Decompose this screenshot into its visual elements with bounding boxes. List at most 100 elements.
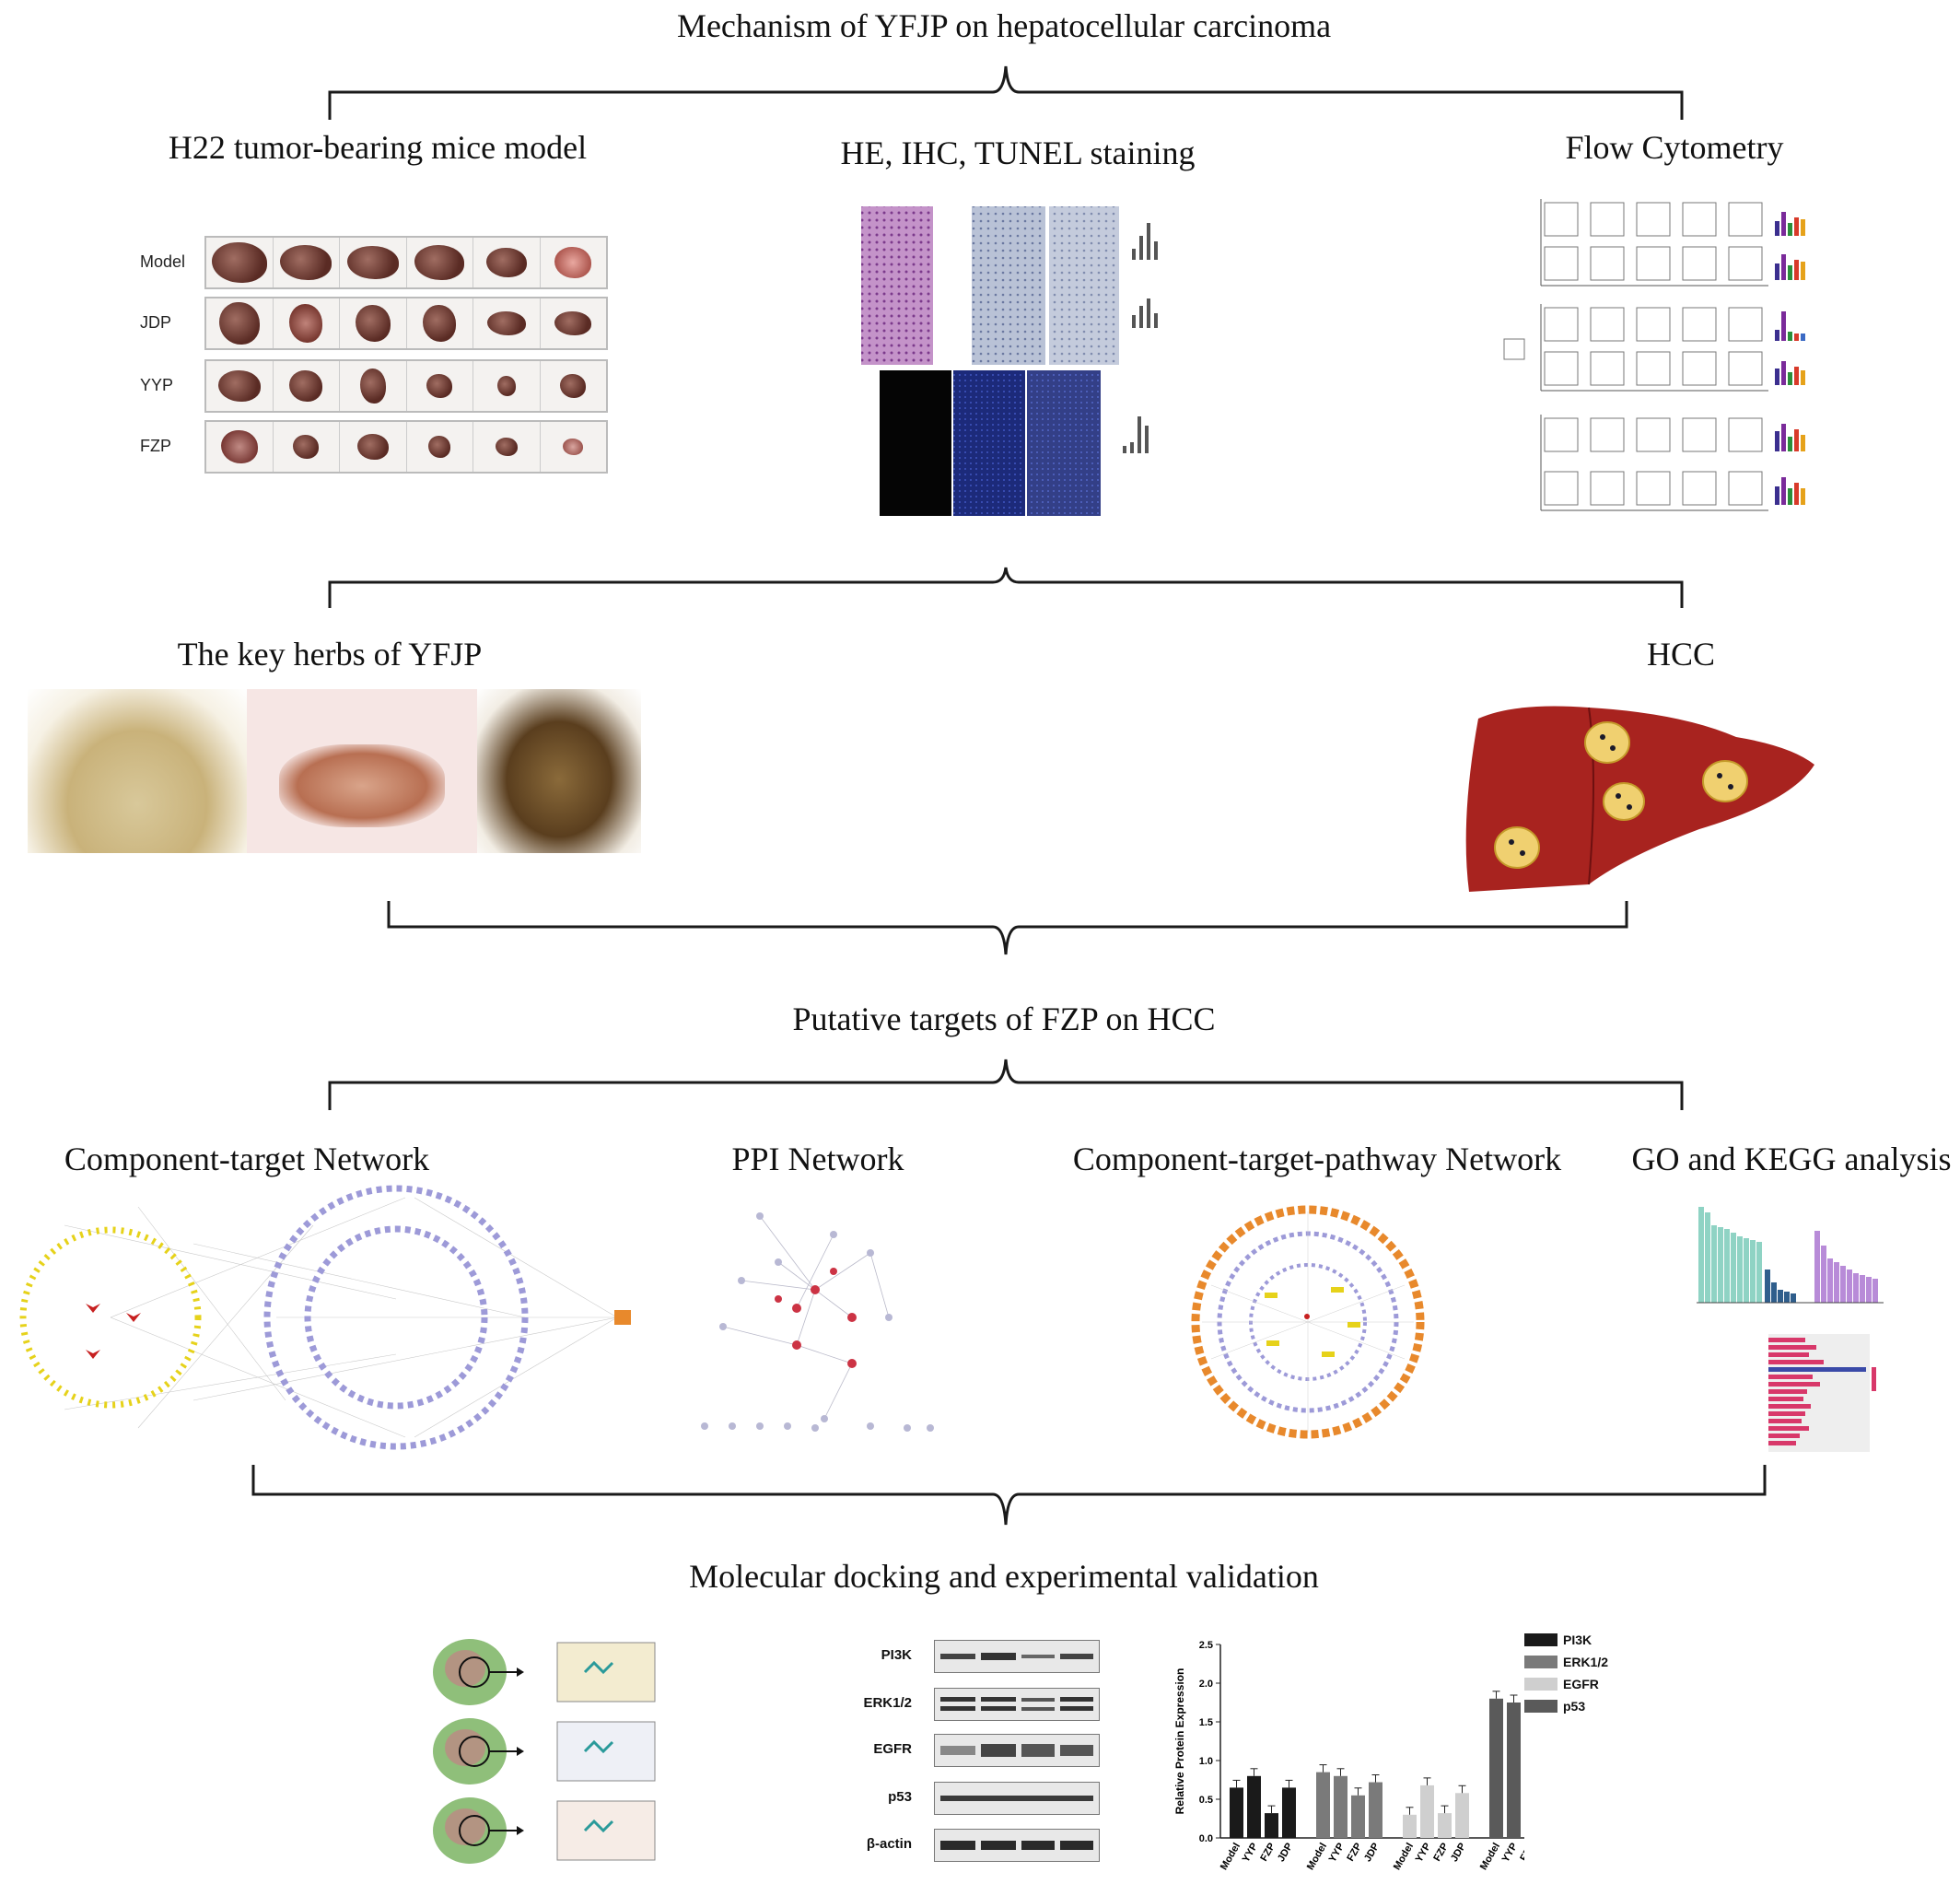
- y-tick-label: 2.5: [1199, 1640, 1213, 1651]
- blot-band-egfr: [934, 1734, 1100, 1767]
- flow-row-1: [1544, 202, 1763, 237]
- x-tick-label: YYP: [1241, 1842, 1260, 1865]
- liver-illustration: [1465, 706, 1814, 892]
- tumor-image: [423, 305, 457, 342]
- x-tick-label: YYP: [1500, 1842, 1520, 1865]
- bar-erk12-yyp: [1334, 1775, 1348, 1838]
- docking-panel: [433, 1639, 656, 1864]
- tumor-image: [496, 376, 516, 396]
- legend-swatch: [1524, 1633, 1558, 1646]
- component-target-network: [19, 1185, 631, 1450]
- hub-node: [86, 1304, 100, 1313]
- ppi-network-title: PPI Network: [731, 1141, 904, 1177]
- docking-zoom-image: [556, 1800, 656, 1861]
- flow-row-5: [1544, 417, 1763, 452]
- x-tick-label: FZP: [1431, 1842, 1451, 1864]
- disease-node: [614, 1310, 631, 1325]
- tumor-image: [211, 242, 267, 283]
- component-node-ring: [19, 1226, 202, 1409]
- tumor-image: [495, 438, 518, 456]
- hcc-title: HCC: [1646, 636, 1716, 673]
- legend-item-erk: ERK1/2: [1524, 1651, 1644, 1673]
- flow-cytometry-panel: [1503, 199, 1805, 511]
- flow-row-2: [1544, 246, 1763, 281]
- blot-band-erk: [934, 1688, 1100, 1721]
- group-label-fzp: FZP: [140, 437, 171, 455]
- chart-legend: PI3K ERK1/2 EGFR p53: [1524, 1629, 1644, 1717]
- hub-node: [86, 1350, 100, 1359]
- target-node-ring-outer: [263, 1185, 529, 1450]
- tumor-image: [554, 311, 592, 335]
- y-tick-label: 0.0: [1199, 1833, 1213, 1844]
- blot-band-pi3k: [934, 1640, 1100, 1673]
- pathway-node-ring: [1191, 1205, 1425, 1439]
- blot-label-pi3k: PI3K: [881, 1647, 912, 1663]
- blot-band-actin: [934, 1829, 1100, 1862]
- go-bar-chart: [1697, 1207, 1884, 1304]
- flow-cytometry-title: Flow Cytometry: [1565, 129, 1784, 166]
- go-kegg-title: GO and KEGG analysis: [1631, 1141, 1952, 1177]
- x-tick-label: JDP: [1276, 1842, 1295, 1865]
- tumor-image: [359, 369, 386, 404]
- herb-image-1: [28, 689, 247, 853]
- component-target-pathway-network: [1191, 1205, 1425, 1439]
- tumor-image: [218, 302, 260, 345]
- legend-label: ERK1/2: [1563, 1655, 1609, 1669]
- tumor-image: [486, 311, 526, 335]
- y-tick-label: 0.5: [1199, 1795, 1213, 1806]
- flow-row-4: [1544, 351, 1763, 386]
- group-label-jdp: JDP: [140, 313, 172, 332]
- blot-label-p53: p53: [888, 1789, 912, 1805]
- hub-node: [126, 1313, 141, 1322]
- tumor-nodule: [1494, 826, 1540, 869]
- bar-erk12-fzp: [1351, 1795, 1365, 1838]
- bracket-middle: [328, 567, 1684, 608]
- mice-model-title: H22 tumor-bearing mice model: [168, 129, 588, 166]
- tumor-nodule: [1603, 782, 1645, 821]
- tumor-image: [346, 246, 399, 279]
- tumor-image: [428, 436, 451, 458]
- bar-pi3k-jdp: [1282, 1787, 1296, 1838]
- herb-image-2: [247, 689, 477, 853]
- bar-erk12-model: [1316, 1772, 1330, 1838]
- x-tick-label: Model: [1305, 1842, 1329, 1873]
- ctp-network-title: Component-target-pathway Network: [1072, 1141, 1562, 1177]
- x-tick-label: Model: [1392, 1842, 1416, 1873]
- legend-item-egfr: EGFR: [1524, 1673, 1644, 1695]
- tumor-image: [289, 370, 323, 402]
- blot-label-erk: ERK1/2: [863, 1695, 912, 1711]
- flow-row-3: [1544, 307, 1763, 342]
- blot-band-p53: [934, 1782, 1100, 1815]
- bracket-top: [328, 65, 1684, 120]
- ihc-stain-image: [1049, 206, 1119, 365]
- ppi-network: [701, 1212, 934, 1432]
- herb-image-3: [477, 689, 641, 853]
- bracket-networks: [251, 1465, 1767, 1526]
- legend-item-p53: p53: [1524, 1695, 1644, 1717]
- tumor-nodule: [1702, 760, 1748, 802]
- merge-image: [1027, 370, 1101, 516]
- x-tick-label: Model: [1478, 1842, 1502, 1873]
- bar-egfr-yyp: [1420, 1785, 1434, 1838]
- legend-swatch: [1524, 1656, 1558, 1668]
- bar-egfr-fzp: [1438, 1813, 1452, 1838]
- bar-pi3k-model: [1230, 1787, 1243, 1838]
- component-target-network-title: Component-target Network: [64, 1141, 430, 1177]
- tumor-row-fzp: [204, 420, 608, 474]
- he-stain-image: [861, 206, 933, 365]
- tumor-row-model: [204, 236, 608, 289]
- tumor-image: [289, 304, 323, 343]
- x-tick-label: JDP: [1362, 1842, 1382, 1865]
- x-tick-label: FZP: [1345, 1842, 1364, 1864]
- y-axis-label: Relative Protein Expression: [1173, 1668, 1186, 1815]
- flow-bar-charts: [1775, 212, 1805, 505]
- staining-title: HE, IHC, TUNEL staining: [840, 135, 1196, 171]
- tumor-image: [280, 245, 332, 280]
- bar-pi3k-yyp: [1247, 1775, 1261, 1838]
- bar-egfr-jdp: [1455, 1793, 1469, 1838]
- staining-panel: [861, 206, 1158, 516]
- flow-row-6: [1544, 471, 1763, 506]
- y-tick-label: 1.0: [1199, 1756, 1213, 1767]
